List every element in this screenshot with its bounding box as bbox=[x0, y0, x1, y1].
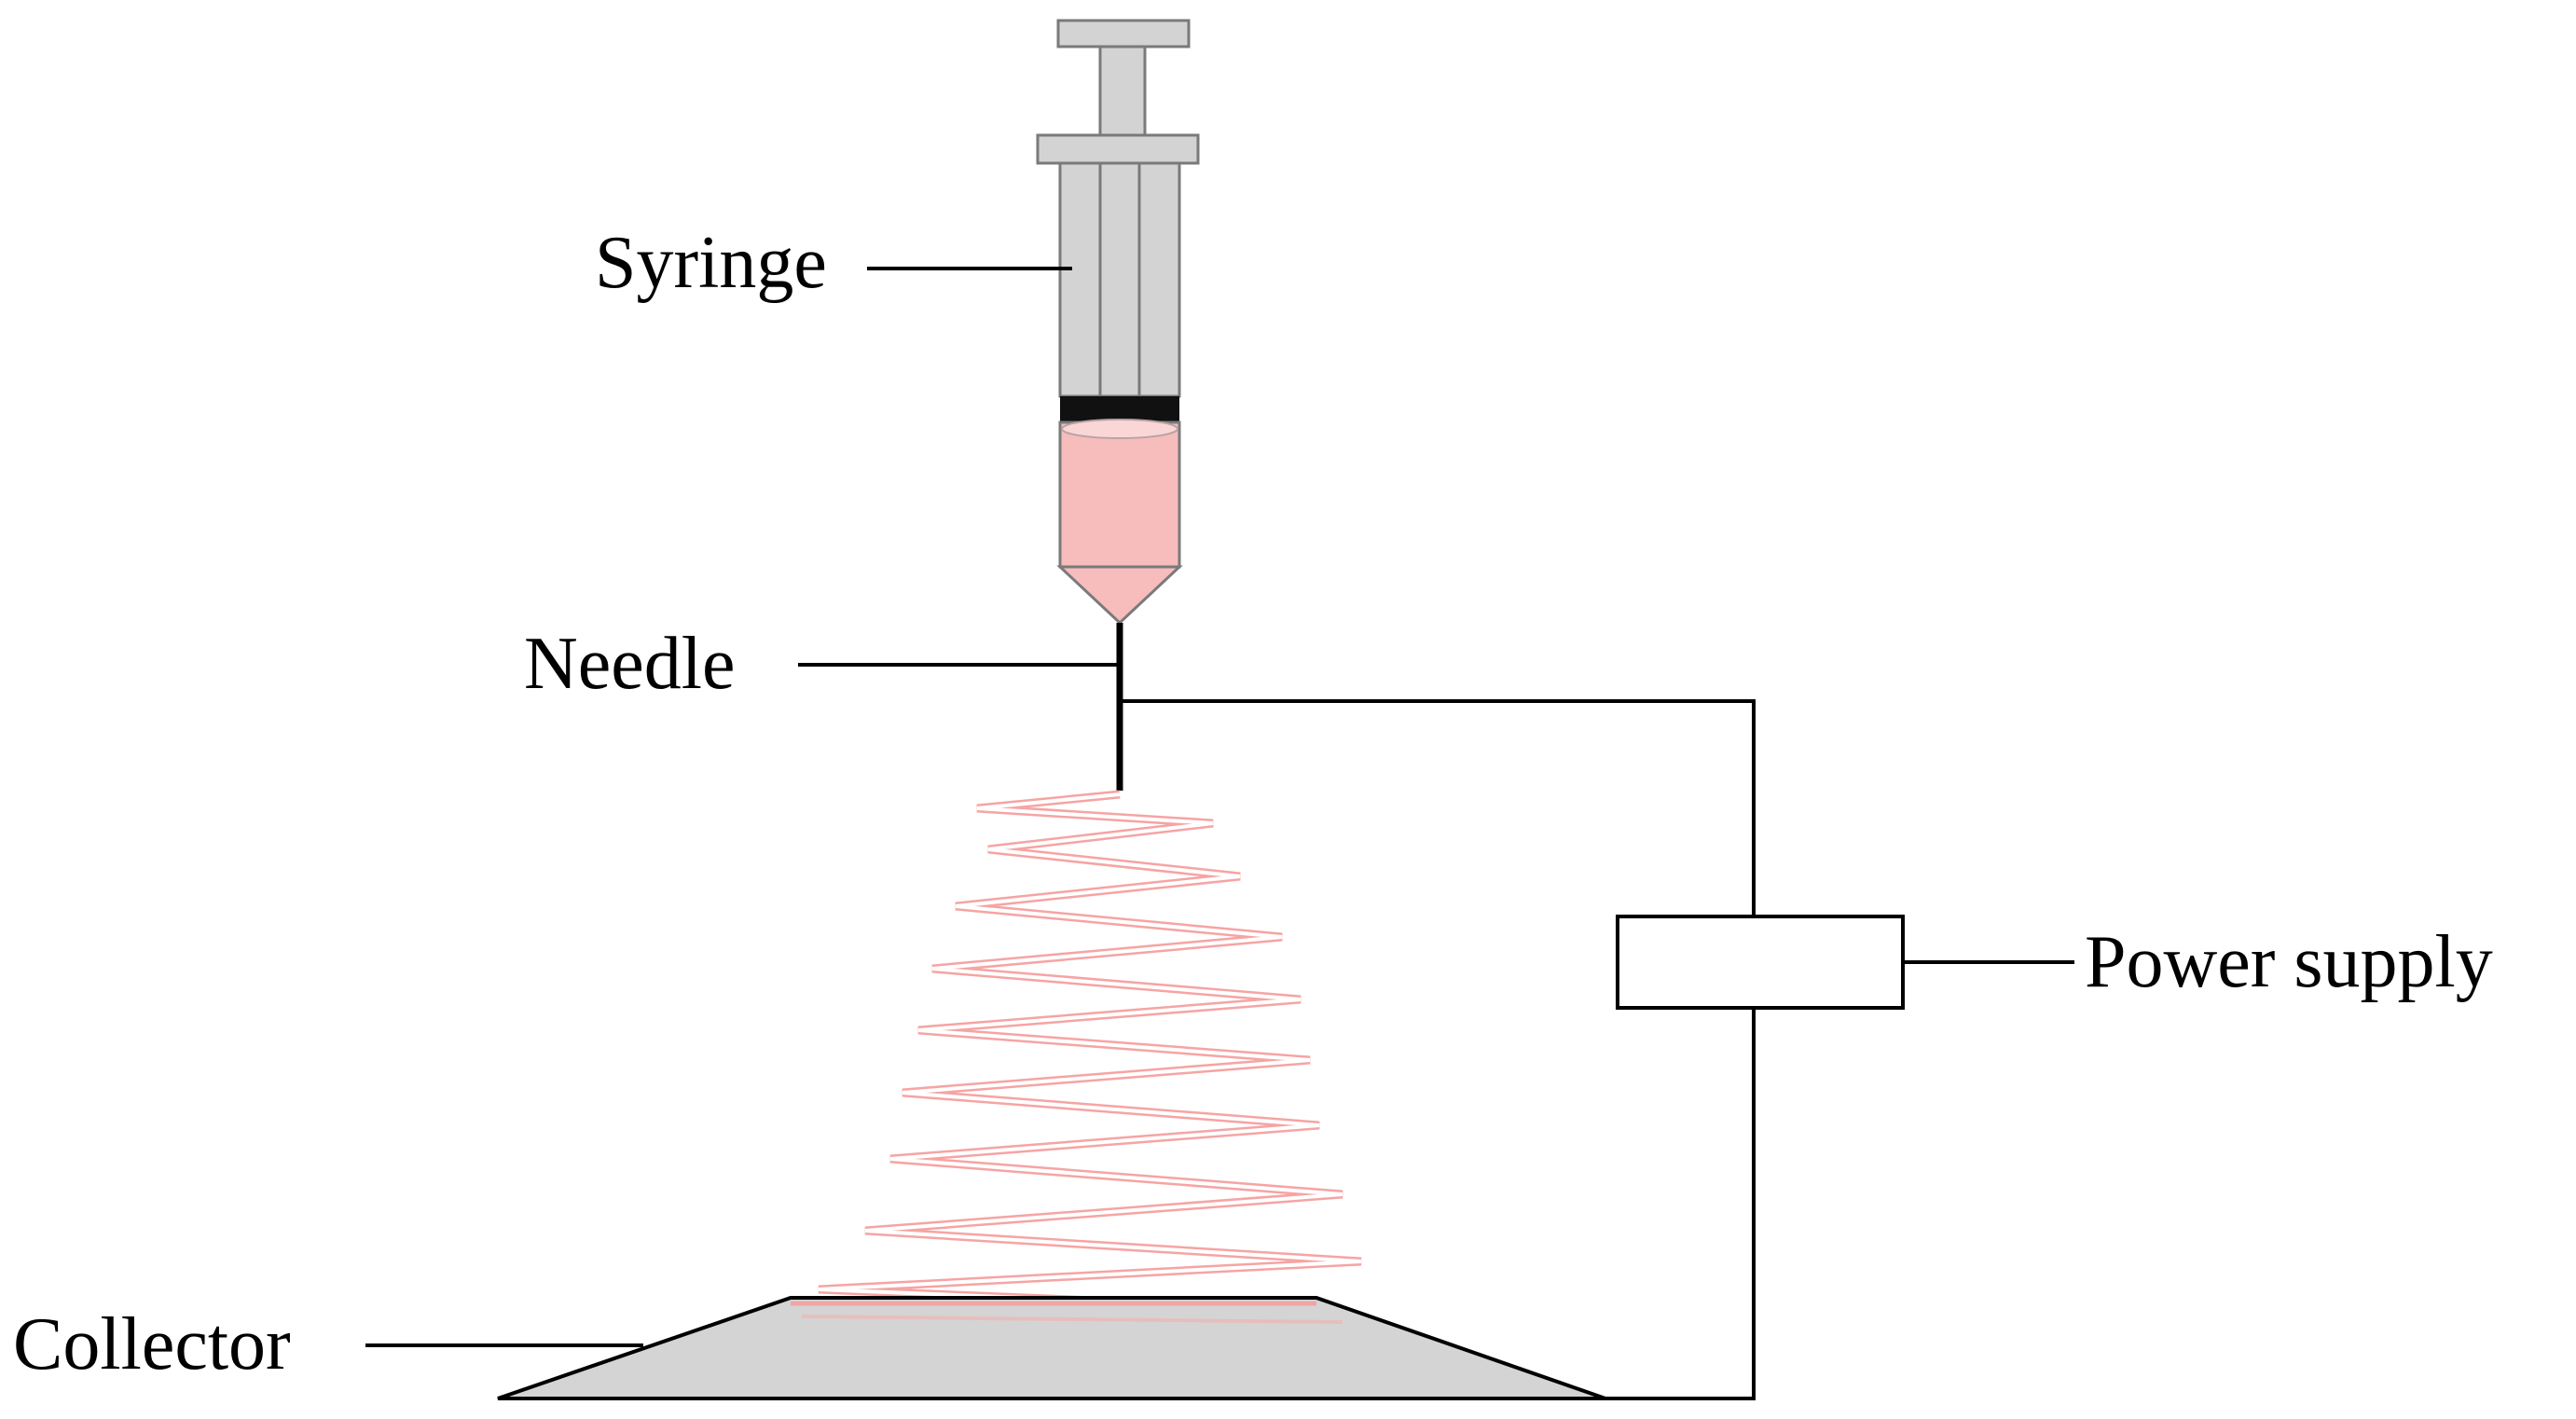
plunger-rod bbox=[1098, 45, 1147, 137]
polymer-solution bbox=[1058, 420, 1181, 569]
power-supply-box bbox=[1616, 915, 1905, 1010]
fiber-jet-inner bbox=[818, 792, 1362, 1305]
syringe-label: Syringe bbox=[595, 222, 827, 304]
needle-label: Needle bbox=[524, 623, 736, 705]
power-supply-label: Power supply bbox=[2085, 921, 2493, 1003]
syringe-tip bbox=[1056, 565, 1183, 626]
wire-needle-to-power bbox=[1120, 699, 1756, 916]
collector-plate bbox=[497, 1296, 1606, 1400]
syringe-barrel bbox=[1058, 161, 1181, 398]
plunger-stopper bbox=[1060, 396, 1179, 422]
syringe bbox=[1036, 19, 1200, 626]
collector-label: Collector bbox=[13, 1303, 291, 1385]
wire-power-to-collector bbox=[1605, 1008, 1756, 1400]
plunger-thumb-rest bbox=[1056, 19, 1191, 48]
collector bbox=[497, 1296, 1606, 1400]
syringe-flange bbox=[1036, 133, 1200, 165]
